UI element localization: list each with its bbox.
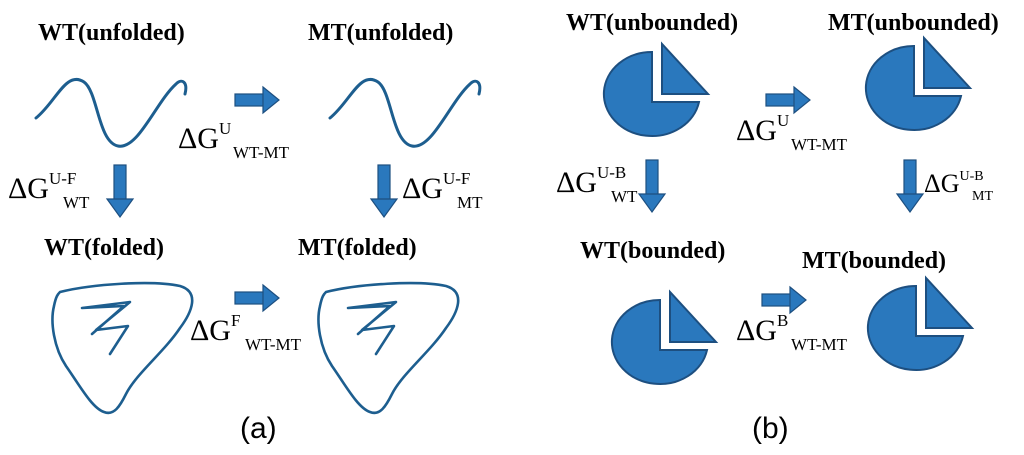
- label-wt-unbounded: WT(unbounded): [566, 10, 738, 36]
- unfolded-chain-icon-mt: [328, 77, 482, 148]
- label-mt-folded: MT(folded): [298, 235, 417, 261]
- label-wt-unfolded: WT(unfolded): [38, 20, 185, 46]
- panel-b-caption: (b): [752, 412, 789, 445]
- arrow-down-icon: [896, 159, 924, 213]
- arrow-right-icon: [234, 284, 280, 312]
- pie-icon-wt-unbounded: [602, 43, 709, 137]
- label-mt-unfolded: MT(unfolded): [308, 20, 453, 46]
- panel-b: WT(unbounded) MT(unbounded) WT(bounded) …: [556, 10, 999, 445]
- panel-a: WT(unfolded) MT(unfolded) WT(folded) MT(…: [8, 20, 483, 445]
- panel-a-caption: (a): [240, 412, 277, 445]
- arrow-down-icon: [370, 164, 398, 218]
- arrow-right-icon: [234, 86, 280, 114]
- arrow-right-icon: [761, 286, 807, 314]
- arrow-down-icon: [638, 159, 666, 213]
- pie-icon-mt-unbounded: [864, 37, 971, 131]
- label-mt-bounded: MT(bounded): [802, 248, 946, 274]
- pie-icon-mt-bounded: [866, 277, 973, 371]
- arrow-down-icon: [106, 164, 134, 218]
- arrow-right-icon: [765, 86, 811, 114]
- energy-unfolded-wt-mt: ΔGUWT-MT: [178, 119, 290, 162]
- energy-unbounded-wt-mt: ΔGUWT-MT: [736, 111, 848, 154]
- pie-icon-wt-bounded: [610, 291, 717, 385]
- label-wt-bounded: WT(bounded): [580, 238, 725, 264]
- folded-protein-icon-wt: [51, 281, 194, 415]
- label-wt-folded: WT(folded): [44, 235, 164, 261]
- unfolded-chain-icon-wt: [34, 77, 188, 148]
- folded-protein-icon-mt: [317, 281, 460, 415]
- label-mt-unbounded: MT(unbounded): [828, 10, 999, 36]
- energy-folded-wt-mt: ΔGFWT-MT: [190, 311, 302, 354]
- energy-bounded-wt-mt: ΔGBWT-MT: [736, 311, 848, 354]
